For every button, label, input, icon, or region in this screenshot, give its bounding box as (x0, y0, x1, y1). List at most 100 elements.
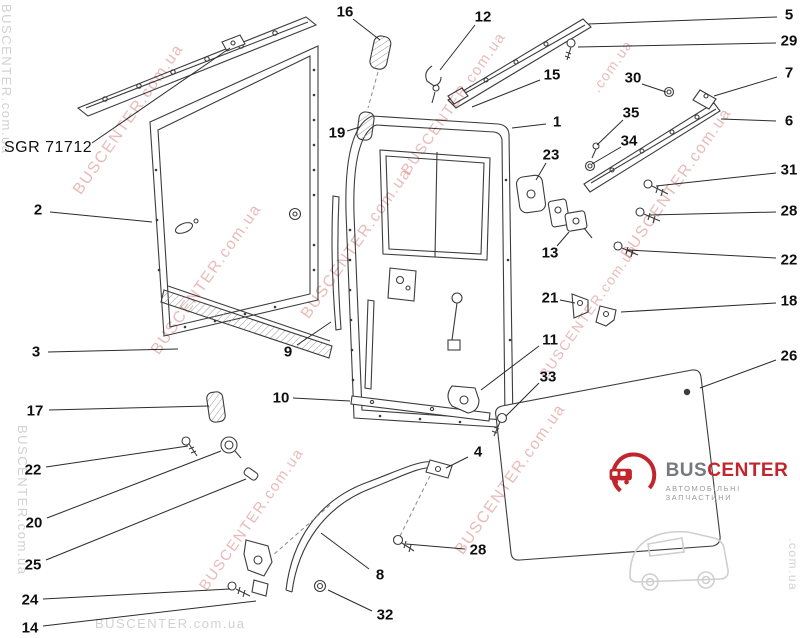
leader-line (48, 405, 210, 411)
latch-bracket-25 (243, 539, 273, 597)
buscenter-logo-icon (609, 452, 657, 498)
leader-line (352, 18, 381, 41)
roller-bracket-11 (447, 385, 480, 414)
screw-29 (564, 38, 576, 61)
callout-17: 17 (26, 402, 44, 420)
leader-line (596, 119, 624, 146)
callout-30: 30 (624, 69, 642, 87)
callout-7: 7 (784, 64, 794, 82)
plug-25 (243, 467, 259, 481)
leader-line (587, 16, 778, 25)
grommet-32 (313, 579, 327, 593)
logo-wordmark: BUSCENTER (666, 460, 800, 482)
callout-12: 12 (474, 8, 492, 26)
leader-line (49, 211, 153, 223)
callout-2: 2 (33, 201, 43, 219)
callout-22: 22 (24, 461, 42, 479)
callout-28: 28 (780, 202, 798, 220)
callout-5: 5 (784, 6, 794, 24)
van-sketch (629, 530, 729, 591)
leader-line (445, 456, 469, 469)
buffer-pad-19 (356, 111, 375, 141)
leader-line (556, 231, 570, 247)
logo-bus-text: BUS (665, 460, 708, 481)
buscenter-logo-text: BUSCENTER АВТОМОБІЛЬНІ ЗАПЧАСТИНИ (666, 446, 800, 502)
callout-32: 32 (376, 606, 394, 624)
clip-12 (425, 65, 442, 104)
bolt-28-right (635, 207, 661, 224)
leader-line (471, 79, 541, 108)
callout-18: 18 (780, 292, 798, 310)
callout-22: 22 (780, 251, 798, 269)
buffer-pad-16 (367, 35, 392, 109)
callout-25: 25 (24, 556, 42, 574)
grommet-20 (220, 436, 242, 459)
screw-24 (227, 581, 251, 598)
leader-line (720, 118, 777, 122)
leader-line (480, 345, 540, 391)
callout-23: 23 (542, 146, 560, 164)
leader-line (292, 397, 351, 402)
screw-33 (491, 412, 508, 437)
leader-line (649, 211, 777, 216)
leader-line (296, 321, 332, 346)
bolt-22-right (613, 241, 639, 258)
callout-6: 6 (784, 112, 794, 130)
vertical-seal-strip (331, 195, 342, 331)
trim-panel-26 (495, 369, 721, 561)
leader-line (641, 83, 667, 93)
lower-sill-trim (160, 285, 333, 359)
bolt-31 (643, 179, 669, 197)
buffer-pad-17 (206, 391, 226, 423)
buscenter-logo: BUSCENTER АВТОМОБІЛЬНІ ЗАПЧАСТИНИ (606, 446, 800, 504)
leader-line (627, 249, 777, 259)
callout-28: 28 (469, 541, 487, 559)
callout-21: 21 (541, 289, 559, 307)
leader-line (591, 146, 622, 165)
logo-tagline: АВТОМОБІЛЬНІ ЗАПЧАСТИНИ (665, 484, 741, 502)
leader-line (505, 382, 540, 417)
leader-line (511, 123, 547, 129)
callout-31: 31 (780, 161, 798, 179)
leader-line (47, 348, 179, 353)
leader-line (346, 126, 361, 132)
upper-rail-5 (447, 18, 592, 109)
leader-line (439, 24, 476, 71)
callout-19: 19 (328, 124, 346, 142)
bracket-21 (571, 293, 589, 319)
leader-line (535, 162, 547, 181)
bracket-23 (515, 174, 547, 214)
callout-13: 13 (541, 244, 559, 262)
leader-line (405, 543, 466, 550)
callout-9: 9 (283, 343, 293, 361)
callout-11: 11 (542, 331, 558, 349)
leader-line (45, 445, 189, 468)
part-code-label: SGR 71712 (4, 139, 93, 156)
leader-line (327, 589, 373, 612)
leader-line (45, 478, 247, 561)
leader-line (655, 172, 777, 187)
bracket-18 (595, 305, 617, 327)
callout-24: 24 (21, 591, 39, 609)
leader-lines (42, 16, 778, 627)
lower-guide-strip (350, 395, 491, 422)
callout-34: 34 (620, 132, 638, 150)
callout-33: 33 (539, 368, 557, 386)
leader-line (577, 42, 777, 48)
callout-26: 26 (780, 347, 798, 365)
leader-line (620, 302, 777, 313)
hinge-13 (547, 198, 593, 239)
callout-4: 4 (473, 443, 483, 461)
leader-line (42, 588, 231, 600)
bracket-7 (692, 89, 717, 110)
leader-line (320, 532, 370, 570)
callout-3: 3 (31, 343, 41, 361)
leader-line (559, 299, 576, 304)
callout-10: 10 (272, 389, 290, 407)
logo-center-text: CENTER (707, 460, 789, 481)
outer-door-panel (149, 45, 319, 337)
callout-8: 8 (375, 566, 385, 584)
middle-rail-6 (583, 102, 721, 193)
